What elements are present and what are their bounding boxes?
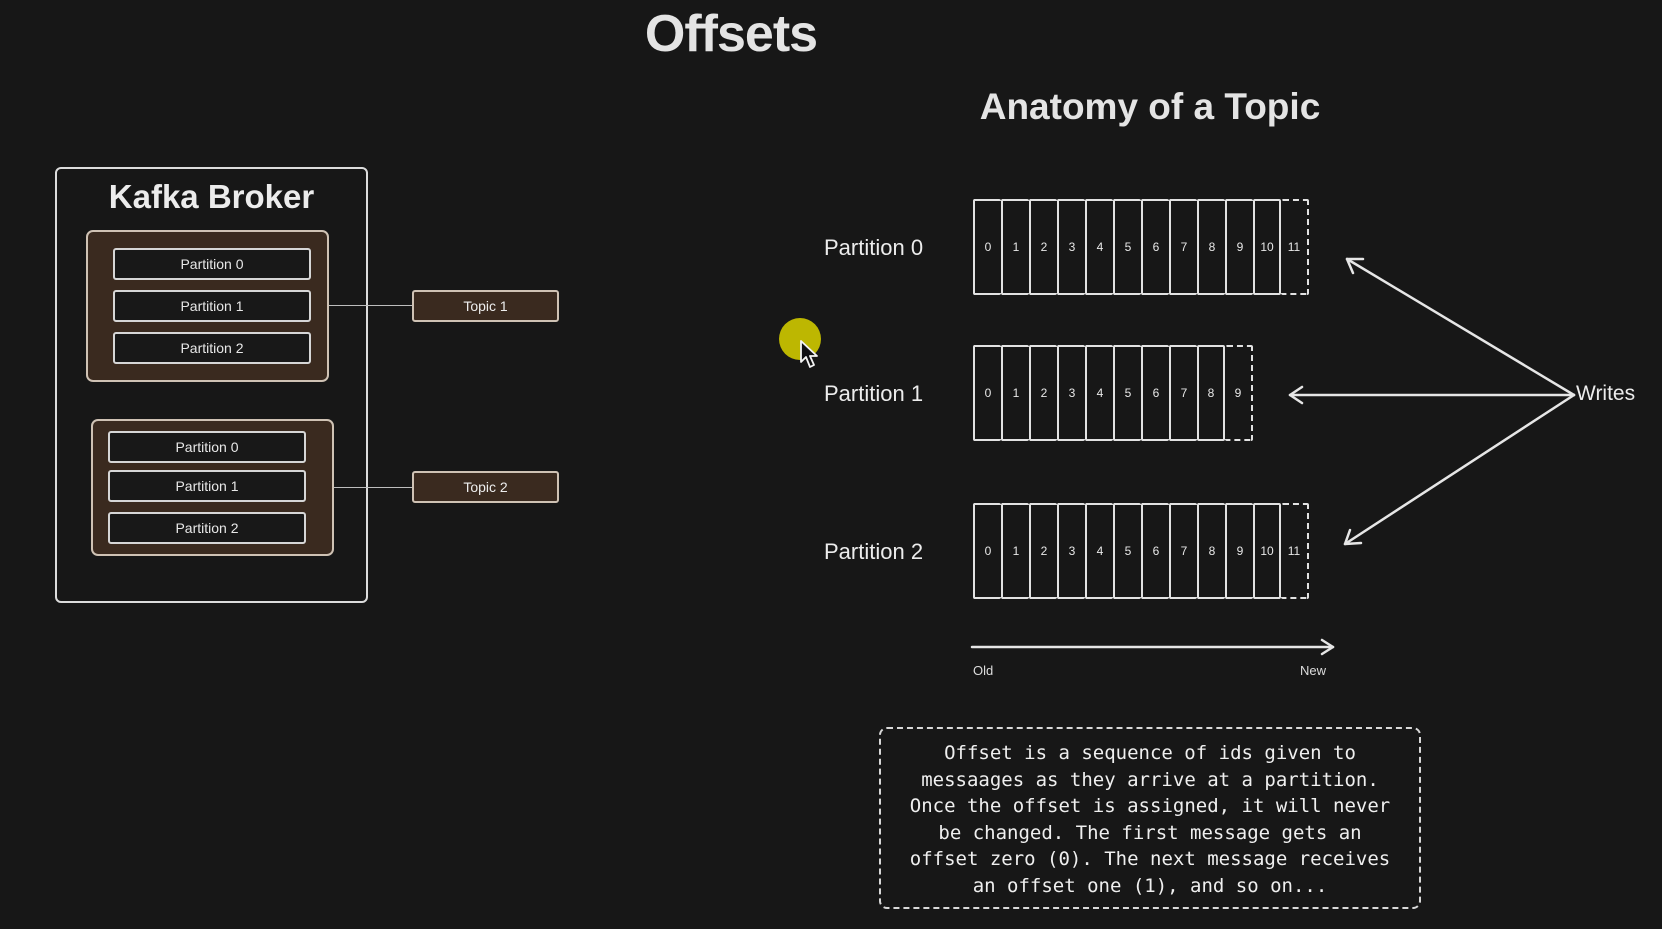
offset-cell: 6 [1141, 199, 1169, 295]
offset-cell: 1 [1001, 345, 1029, 441]
offset-cell: 0 [973, 503, 1001, 599]
row-label-partition-1: Partition 1 [824, 381, 924, 406]
offset-cell: 10 [1253, 199, 1281, 295]
offset-cell: 9 [1225, 199, 1253, 295]
row-label-partition-2: Partition 2 [824, 539, 924, 564]
offset-description-note: Offset is a sequence of ids given to mes… [879, 727, 1421, 909]
topic-2-box: Topic 2 [412, 471, 559, 503]
offset-cell: 2 [1029, 345, 1057, 441]
broker-topic1-partition-0: Partition 0 [113, 248, 311, 280]
broker-topic1-partition-2: Partition 2 [113, 332, 311, 364]
offset-cell: 8 [1197, 503, 1225, 599]
offset-cell: 5 [1113, 199, 1141, 295]
offset-cell: 6 [1141, 345, 1169, 441]
offset-cell: 1 [1001, 503, 1029, 599]
offset-cell: 3 [1057, 345, 1085, 441]
offset-cell: 4 [1085, 199, 1113, 295]
writes-arrow-partition-2 [1343, 393, 1576, 546]
topic-1-box: Topic 1 [412, 290, 559, 322]
offset-cell: 4 [1085, 503, 1113, 599]
next-offset-cell: 9 [1225, 345, 1253, 441]
next-offset-cell: 11 [1281, 199, 1309, 295]
writes-arrowhead-partition-1 [1288, 385, 1304, 405]
anatomy-title: Anatomy of a Topic [979, 86, 1321, 127]
writes-arrowhead-partition-2 [1343, 528, 1363, 546]
row-label-partition-0: Partition 0 [824, 235, 924, 260]
offset-cell: 8 [1197, 345, 1225, 441]
next-offset-cell: 11 [1281, 503, 1309, 599]
writes-label: Writes [1576, 382, 1636, 405]
offset-cell: 7 [1169, 345, 1197, 441]
writes-arrow-partition-0 [1345, 257, 1576, 397]
broker-topic2-partition-0: Partition 0 [108, 431, 306, 463]
old-new-axis-arrowhead [1320, 638, 1335, 656]
broker-topic2-partition-2: Partition 2 [108, 512, 306, 544]
offset-cell: 10 [1253, 503, 1281, 599]
offset-cell: 7 [1169, 199, 1197, 295]
offset-cell: 1 [1001, 199, 1029, 295]
broker-topic1-partition-1: Partition 1 [113, 290, 311, 322]
offset-cell: 3 [1057, 503, 1085, 599]
kafka-broker-title: Kafka Broker [108, 178, 315, 215]
topic-2-connector [334, 487, 413, 488]
offset-cell: 7 [1169, 503, 1197, 599]
offset-cell: 6 [1141, 503, 1169, 599]
offset-cell: 4 [1085, 345, 1113, 441]
kafka-broker-box [55, 167, 368, 603]
axis-old-label: Old [973, 663, 994, 678]
axis-new-label: New [1300, 663, 1327, 678]
offset-cell: 2 [1029, 199, 1057, 295]
offset-cell: 0 [973, 199, 1001, 295]
page-title: Offsets [644, 5, 818, 63]
offset-cell: 3 [1057, 199, 1085, 295]
offset-cell: 9 [1225, 503, 1253, 599]
offset-cell: 5 [1113, 503, 1141, 599]
offset-cell: 0 [973, 345, 1001, 441]
offset-cell: 5 [1113, 345, 1141, 441]
writes-arrowhead-partition-0 [1345, 257, 1365, 275]
offset-cell: 2 [1029, 503, 1057, 599]
offset-cell: 8 [1197, 199, 1225, 295]
topic-1-connector [329, 305, 413, 306]
broker-topic2-partition-1: Partition 1 [108, 470, 306, 502]
mouse-pointer-icon [800, 340, 818, 368]
